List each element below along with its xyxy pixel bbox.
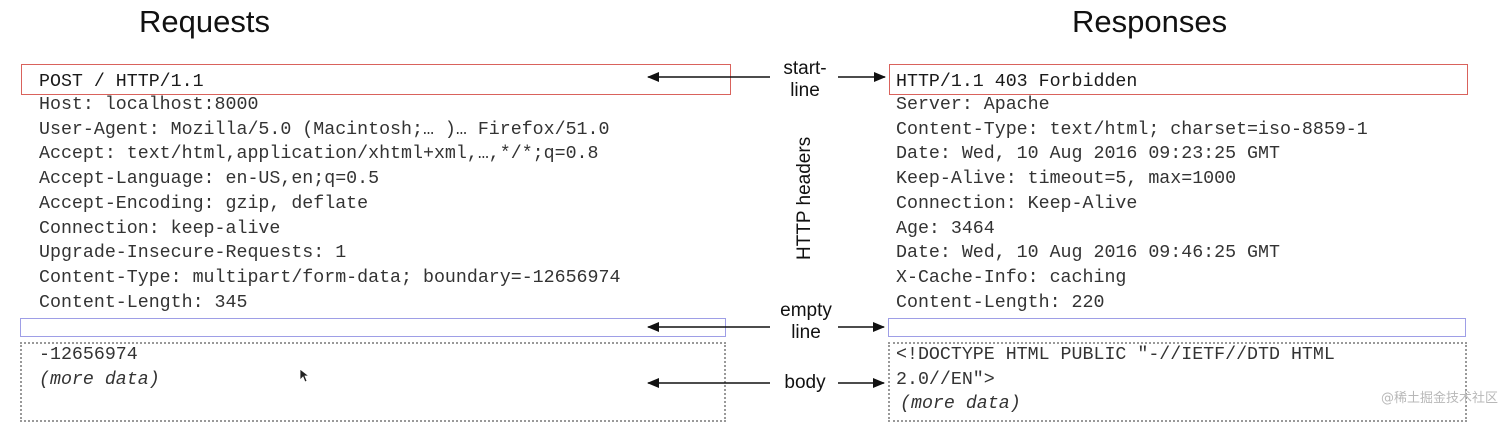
- response-header-line: X-Cache-Info: caching: [896, 267, 1127, 288]
- empty-line-label-line2: line: [791, 322, 821, 343]
- response-empty-line-box: [888, 318, 1466, 337]
- empty-line-label-line1: empty: [780, 300, 832, 321]
- response-body-more: (more data): [900, 394, 1021, 414]
- response-header-line: Content-Type: text/html; charset=iso-885…: [896, 119, 1368, 140]
- start-line-label-line1: start-: [783, 58, 827, 79]
- empty-line-label: empty line: [771, 300, 841, 344]
- response-header-line: Connection: Keep-Alive: [896, 193, 1138, 214]
- response-start-line: HTTP/1.1 403 Forbidden: [896, 72, 1138, 92]
- responses-heading: Responses: [1072, 4, 1228, 39]
- request-header-line: Content-Length: 345: [39, 292, 248, 313]
- body-label: body: [784, 372, 826, 393]
- response-header-line: Date: Wed, 10 Aug 2016 09:23:25 GMT: [896, 144, 1280, 165]
- request-start-line-box: [21, 64, 731, 95]
- start-line-label-line2: line: [790, 80, 820, 101]
- request-headers: Host: localhost:8000 User-Agent: Mozilla…: [39, 93, 620, 315]
- arrows-layer: [647, 72, 886, 388]
- response-header-line: Age: 3464: [896, 218, 995, 239]
- response-body-line: <!DOCTYPE HTML PUBLIC "-//IETF//DTD HTML: [896, 345, 1335, 365]
- request-header-line: Accept-Language: en-US,en;q=0.5: [39, 169, 380, 190]
- request-header-line: Connection: keep-alive: [39, 218, 281, 239]
- request-start-line: POST / HTTP/1.1: [39, 72, 204, 92]
- watermark: @稀土掘金技术社区: [1380, 391, 1498, 406]
- request-header-line: Upgrade-Insecure-Requests: 1: [39, 243, 347, 264]
- request-header-line: Accept-Encoding: gzip, deflate: [39, 193, 369, 214]
- request-body-line: -12656974: [39, 345, 138, 365]
- response-start-line-box: [889, 64, 1468, 95]
- request-body-more: (more data): [39, 370, 160, 390]
- request-header-line: Host: localhost:8000: [39, 95, 259, 115]
- request-header-line: Content-Type: multipart/form-data; bound…: [39, 267, 621, 288]
- requests-heading: Requests: [139, 4, 270, 39]
- response-header-line: Server: Apache: [896, 95, 1050, 115]
- request-header-line: User-Agent: Mozilla/5.0 (Macintosh;… )… …: [39, 119, 610, 140]
- response-header-line: Keep-Alive: timeout=5, max=1000: [896, 169, 1237, 190]
- response-header-line: Content-Length: 220: [896, 292, 1105, 313]
- response-headers: Server: Apache Content-Type: text/html; …: [896, 93, 1368, 315]
- response-header-line: Date: Wed, 10 Aug 2016 09:46:25 GMT: [896, 243, 1280, 264]
- response-body-line: 2.0//EN">: [896, 370, 995, 390]
- mouse-cursor-icon: [299, 368, 311, 383]
- request-header-line: Accept: text/html,application/xhtml+xml,…: [39, 144, 599, 165]
- start-line-label: start- line: [772, 58, 838, 102]
